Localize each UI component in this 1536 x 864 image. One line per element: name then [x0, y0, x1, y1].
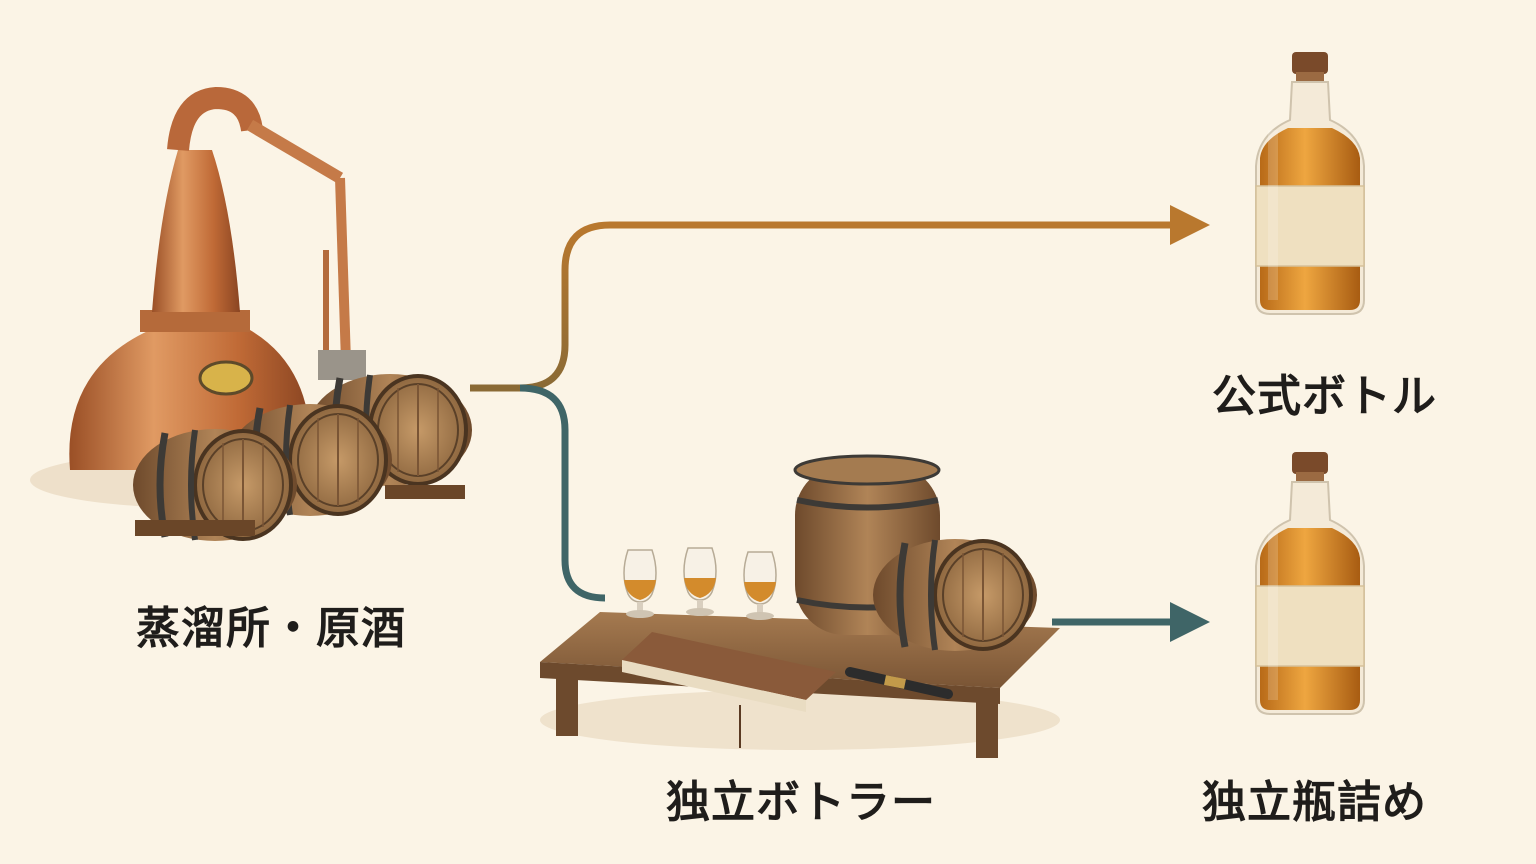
- barrel-icon: [873, 539, 1037, 651]
- notebook-icon: [622, 632, 836, 748]
- glencairn-glass-icon: [743, 551, 777, 621]
- independent-arrow-icon: [1170, 602, 1210, 642]
- bottler-path-line: [519, 384, 606, 602]
- source-label: 蒸溜所・原酒: [136, 603, 406, 654]
- pen-icon: [845, 667, 953, 699]
- glencairn-glass-icon: [683, 547, 717, 617]
- whisky-bottle-icon: [1255, 51, 1365, 315]
- glencairn-glass-icon: [623, 549, 657, 619]
- official-arrow-icon: [1170, 205, 1210, 245]
- barrel-rack: [135, 520, 255, 536]
- independent-bottler-label: 独立ボトラー: [666, 777, 936, 828]
- barrel-rack: [385, 485, 465, 499]
- whisky-bottle-icon: [1255, 451, 1365, 715]
- independent-bottling-label: 独立瓶詰め: [1202, 777, 1427, 828]
- official-path-line: [470, 221, 1180, 392]
- official-bottle-label: 公式ボトル: [1212, 371, 1437, 422]
